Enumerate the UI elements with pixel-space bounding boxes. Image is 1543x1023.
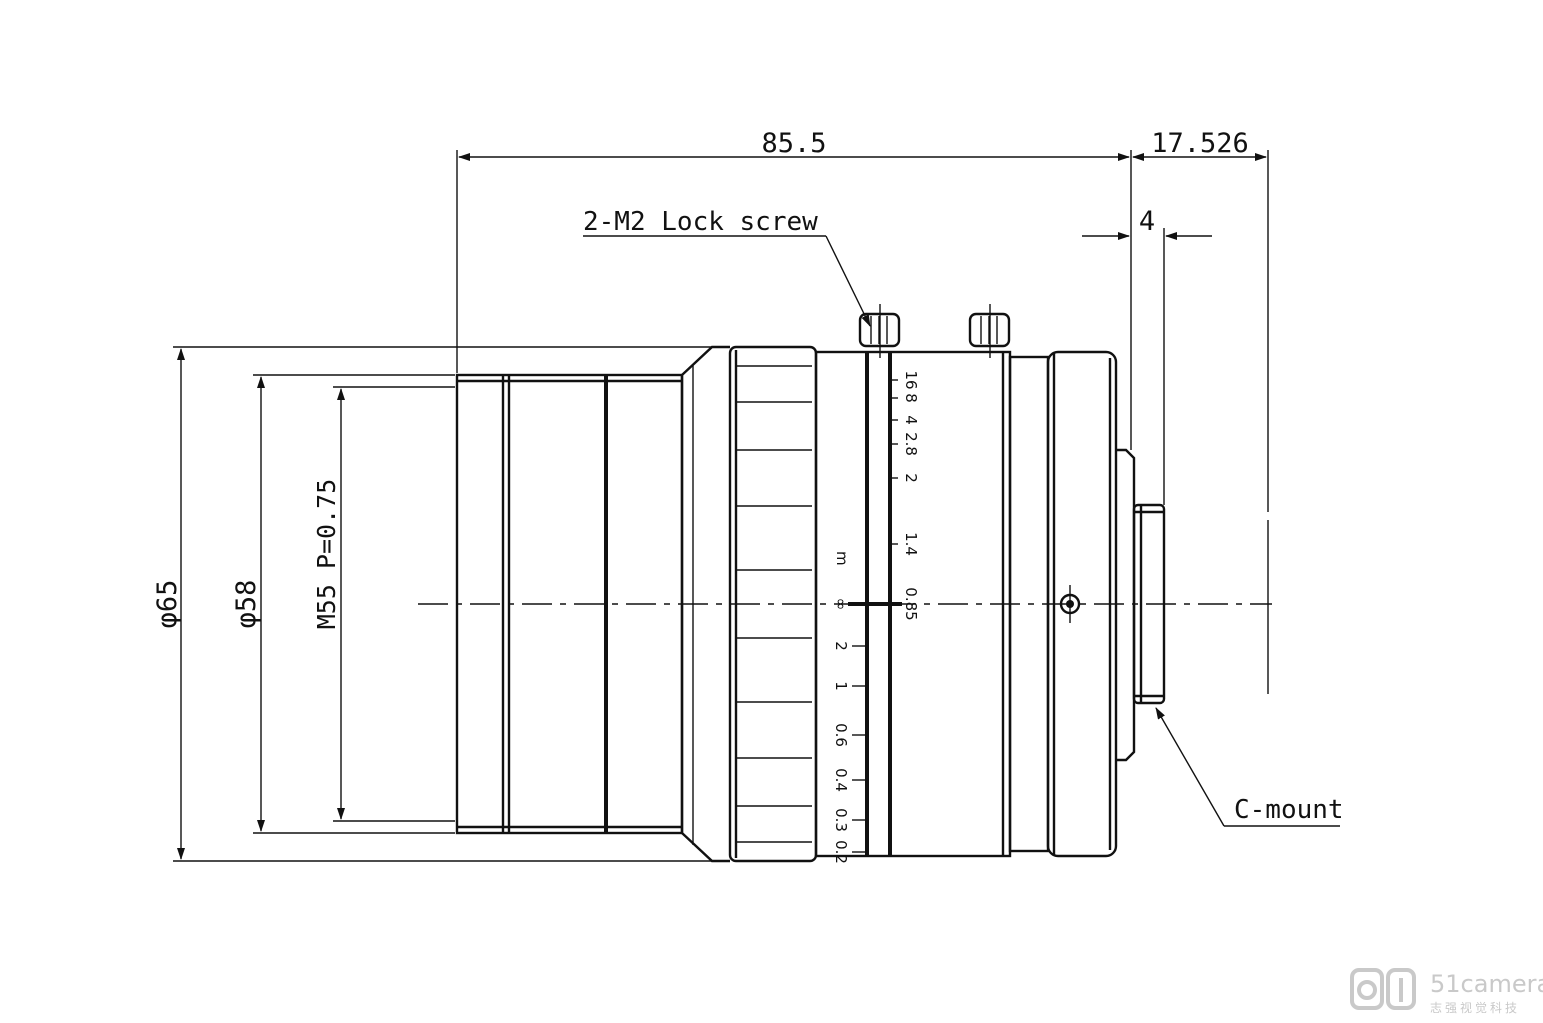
lens-body bbox=[455, 304, 1166, 863]
aperture-scale: 16 8 4 2.8 2 1.4 0.85 bbox=[890, 370, 920, 621]
dim-filter-thread: M55 P=0.75 bbox=[312, 386, 455, 822]
c-mount-thread bbox=[1132, 503, 1166, 705]
focus-ring-knurling bbox=[736, 365, 812, 843]
dim-flange-back: 17.526 bbox=[1132, 128, 1269, 694]
lock-screw-left bbox=[858, 304, 901, 358]
alignment-pin bbox=[1059, 585, 1081, 623]
aperture-mark-0: 16 bbox=[902, 370, 920, 389]
dim-mount-length: 4 bbox=[1082, 206, 1212, 505]
dim-overall-length-value: 85.5 bbox=[761, 128, 826, 159]
dim-mount-length-value: 4 bbox=[1139, 206, 1155, 237]
aperture-mark-5: 1.4 bbox=[902, 532, 920, 556]
dim-filter-thread-value: M55 P=0.75 bbox=[312, 479, 341, 630]
focus-mark-6: 0.2 bbox=[832, 840, 850, 864]
lock-screw-right bbox=[968, 304, 1011, 358]
focus-mark-2: 1 bbox=[832, 681, 850, 691]
callout-lock-screw: 2-M2 Lock screw bbox=[583, 207, 871, 327]
dim-outer-diameter-value: φ65 bbox=[152, 580, 183, 629]
dim-overall-length: 85.5 bbox=[456, 128, 1132, 450]
focus-mark-4: 0.4 bbox=[832, 768, 850, 792]
callout-lock-screw-label: 2-M2 Lock screw bbox=[583, 207, 818, 237]
aperture-mark-2: 4 bbox=[902, 415, 920, 425]
watermark-logo-icon bbox=[1350, 968, 1416, 1010]
focus-mark-0: ∞ bbox=[832, 598, 850, 611]
watermark-tagline: 志强视觉科技 bbox=[1430, 1000, 1520, 1015]
focus-mark-1: 2 bbox=[832, 641, 850, 651]
dim-front-diameter: φ58 bbox=[231, 374, 455, 834]
focus-scale-unit: m bbox=[833, 551, 851, 566]
focus-mark-5: 0.3 bbox=[832, 808, 850, 832]
callout-c-mount: C-mount bbox=[1155, 707, 1344, 827]
focus-mark-3: 0.6 bbox=[832, 723, 850, 747]
watermark: 51camera 志强视觉科技 bbox=[1350, 968, 1543, 1015]
watermark-brand: 51camera bbox=[1430, 970, 1543, 998]
rear-ring bbox=[1046, 350, 1118, 858]
aperture-mark-3: 2.8 bbox=[902, 432, 920, 456]
aperture-mark-6: 0.85 bbox=[902, 587, 920, 620]
focus-distance-scale: m ∞ 2 1 0.6 0.4 0.3 0.2 bbox=[832, 551, 866, 864]
callout-c-mount-label: C-mount bbox=[1234, 795, 1344, 825]
aperture-mark-4: 2 bbox=[902, 473, 920, 483]
dim-front-diameter-value: φ58 bbox=[231, 580, 262, 629]
aperture-mark-1: 8 bbox=[902, 393, 920, 403]
dim-outer-diameter: φ65 bbox=[152, 346, 712, 862]
mount-flange bbox=[1116, 448, 1136, 762]
dim-flange-back-value: 17.526 bbox=[1151, 128, 1249, 159]
